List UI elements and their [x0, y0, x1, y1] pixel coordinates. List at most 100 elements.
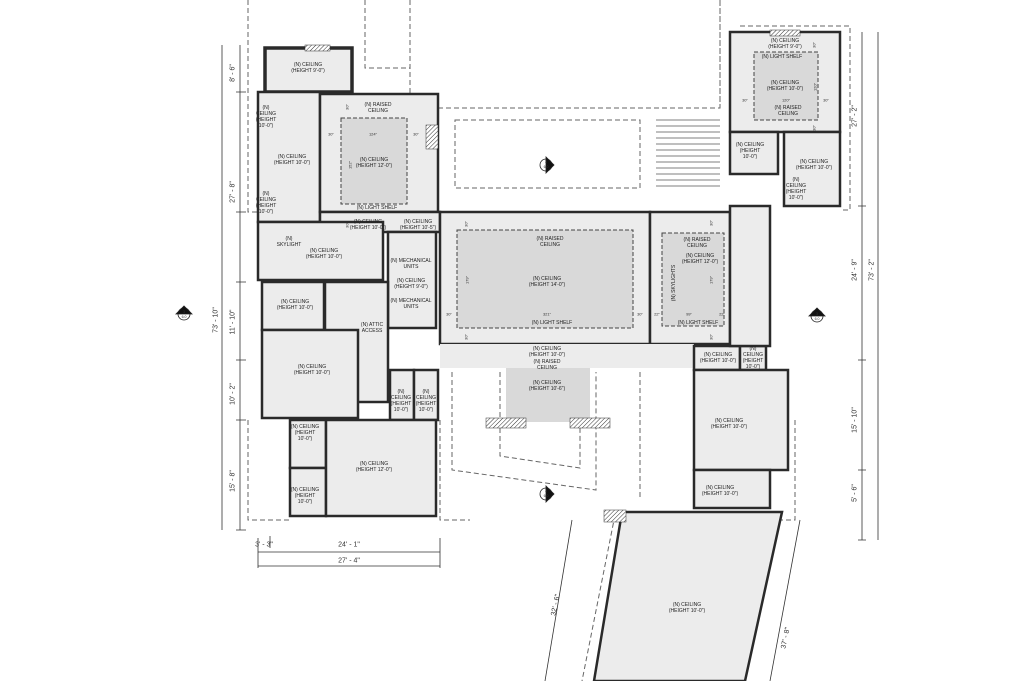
inner-dimension: 22" [654, 311, 660, 317]
raised-ceiling-label: (N) RAISED CEILING [536, 236, 564, 248]
inner-dimension: 30" [413, 131, 419, 137]
marker-number: 3 [545, 489, 547, 493]
room-tr-a [728, 130, 780, 176]
room-label: (N) CEILING (HEIGHT 10'-0") [276, 299, 314, 311]
dimension-lines [221, 32, 879, 681]
garage [592, 510, 784, 681]
dimension-label: 27' - 8" [229, 181, 237, 203]
room-b [260, 328, 360, 420]
rooms [256, 30, 842, 681]
light-shelf-label: (N) LIGHT SHELF [761, 54, 803, 60]
light-shelf-label: (N) LIGHT SHELF [356, 205, 398, 211]
room-label: (N) CEILING (HEIGHT 12'-0") [355, 157, 393, 169]
room-label: (N) CEILING (HEIGHT 12'-0") [681, 253, 719, 265]
dimension-label: 27' - 2" [851, 105, 859, 127]
dimension-label: 15' - 8" [229, 470, 237, 492]
inner-dimension: 321" [542, 311, 552, 317]
room-label: (N) CEILING (HEIGHT 10'-0") [742, 346, 764, 370]
room-label: (N) CEILING (HEIGHT 9'-0") [291, 62, 325, 74]
inner-dimension: 30" [811, 125, 817, 131]
section-markers [175, 156, 826, 503]
room-label: (N) CEILING (HEIGHT 10'-0") [349, 219, 387, 231]
room-label: (N) CEILING (HEIGHT 10'-0") [528, 346, 566, 358]
light-shelf-label: (N) LIGHT SHELF [677, 320, 719, 326]
inner-dimension: 99" [686, 311, 692, 317]
dimension-label: 24' - 9" [851, 259, 859, 281]
dimension-label: 5' - 6" [851, 484, 859, 502]
skylight-label: (N) SKYLIGHT [276, 236, 302, 248]
room-mechanical [386, 230, 438, 330]
stairs [656, 119, 720, 187]
dimension-label: 3' - 3" [255, 541, 273, 549]
inner-dimension: 30" [344, 104, 350, 110]
inner-dimension: 22" [719, 311, 725, 317]
inner-dimension: 30" [446, 311, 452, 317]
raised-ceilings [340, 51, 819, 329]
raised-ceiling-label: (N) RAISED CEILING [683, 237, 711, 249]
inner-dimension: 152" [347, 160, 353, 170]
marker-sheet: 6.0 [543, 494, 549, 498]
inner-dimension: 30" [344, 222, 350, 228]
room-left-strip [256, 90, 322, 224]
entry [506, 368, 590, 422]
inner-dimension: 124" [368, 131, 378, 137]
inner-dimension: 30" [708, 334, 714, 340]
skylights-label: (N) SKYLIGHTS [671, 264, 677, 302]
room-skylight [256, 220, 385, 282]
inner-dimension: 30" [708, 220, 714, 226]
room-label: (N) CEILING (HEIGHT 9'-0") [394, 278, 428, 290]
room-d [288, 466, 328, 518]
room-label: (N) CEILING (HEIGHT 10'-0") [795, 159, 833, 171]
room-e [324, 418, 438, 518]
dimension-label: 24' - 1" [338, 541, 360, 549]
room-label: (N) CEILING (HEIGHT 10'-0") [305, 248, 343, 260]
marker-number: 3 [545, 160, 547, 164]
marker-sheet: 6.0 [543, 165, 549, 169]
room-c [288, 418, 328, 470]
room-i [692, 468, 772, 510]
inner-dimension: 30" [463, 221, 469, 227]
mechanical-label: (N) MECHANICAL UNITS [390, 298, 432, 310]
dimension-label: 73' - 2" [868, 259, 876, 281]
wall-hatching [304, 29, 801, 523]
marker-number: 3 [816, 312, 818, 316]
inner-dimension: 179" [464, 275, 470, 285]
room-label: (N) CEILING (HEIGHT 10'-6") [528, 380, 566, 392]
hall-lower [440, 344, 694, 368]
inner-dimension: 30" [823, 97, 829, 103]
dimension-label: 15' - 10" [851, 407, 859, 433]
hall-right [728, 204, 772, 348]
dimension-label: 11' - 10" [229, 309, 237, 335]
room-label: (N) CEILING (HEIGHT 10'-0") [273, 154, 311, 166]
attic-access-label: (N) ATTIC ACCESS [360, 322, 384, 334]
room-label: (N) CEILING (HEIGHT 10'-0") [701, 485, 739, 497]
room-label: (N) CEILING (HEIGHT 10'-0") [415, 389, 437, 413]
dimension-label: 8' - 6" [229, 64, 237, 82]
room-label: (N) CEILING (HEIGHT 10'-5") [399, 219, 437, 231]
raised-ceiling-label: (N) RAISED CEILING [533, 359, 561, 371]
room-label: (N) CEILING (HEIGHT 10'-0") [699, 352, 737, 364]
room-label: (N) CEILING (HEIGHT 10'-0") [390, 389, 412, 413]
raised-ceiling-label: (N) RAISED CEILING [364, 102, 392, 114]
marker-number: 3 [183, 310, 185, 314]
inner-dimension: 179" [708, 275, 714, 285]
inner-dimension: 30" [328, 131, 334, 137]
closet-2 [412, 368, 440, 422]
room-top-left [263, 46, 354, 94]
inner-dimension: 120" [812, 82, 818, 92]
dimension-label: 27' - 4" [338, 557, 360, 565]
inner-dimension: 30" [637, 311, 643, 317]
marker-sheet: 6.0 [814, 317, 820, 321]
room-label: (N) CEILING (HEIGHT 10'-0") [290, 424, 320, 442]
raised-ceiling-label: (N) RAISED CEILING [774, 105, 802, 117]
room-label: (N) CEILING (HEIGHT 14'-0") [528, 276, 566, 288]
inner-dimension: 30" [463, 334, 469, 340]
light-shelf-label: (N) LIGHT SHELF [531, 320, 573, 326]
inner-dimension: 30" [811, 42, 817, 48]
inner-dimension: 30" [742, 97, 748, 103]
room-a [260, 280, 326, 332]
